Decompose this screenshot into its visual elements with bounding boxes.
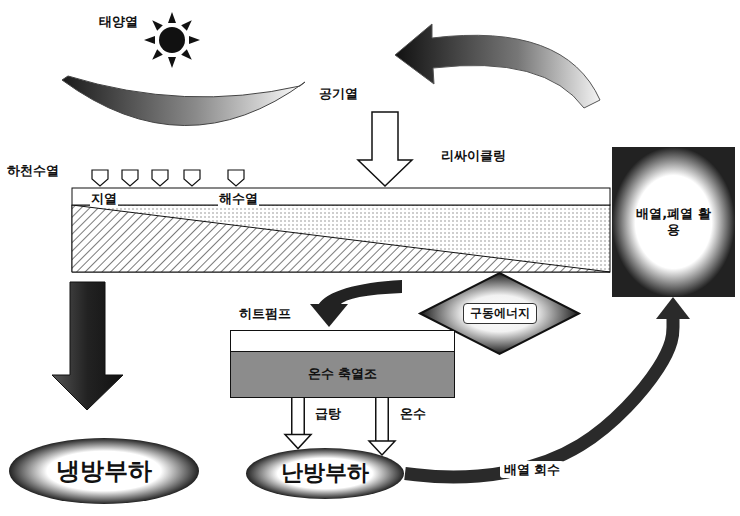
sun-ray [181, 17, 194, 30]
waste-heat-box: 배열,폐열 활용 [612, 147, 735, 297]
node-text-group: 배열,폐열 활용 [632, 206, 715, 237]
arrow-shaft-outline [291, 398, 305, 435]
node-text: 냉방부하 [56, 457, 152, 486]
node-text-group: 온수 축열조 [308, 366, 378, 382]
heat-source-label: 해수열 [218, 191, 259, 206]
cooling-arrow [52, 282, 123, 410]
supply-arrow [285, 398, 311, 449]
ellipse-shape [9, 438, 199, 504]
sun-symbol [144, 12, 200, 68]
heat-pump-arrow [310, 280, 402, 327]
edge-label: 급탕 [315, 406, 341, 421]
heat-source-slab [72, 188, 610, 272]
sun-ray [189, 36, 200, 44]
sun-ray [168, 12, 176, 23]
chevron [122, 170, 138, 186]
sun-ray [168, 57, 176, 68]
node-text-group: 구동에너지 [463, 303, 537, 323]
slab-body [72, 205, 610, 272]
heat-pump-arrow-head [310, 304, 348, 327]
air-heat-arrow [358, 112, 412, 186]
load-ellipse: 냉방부하 [8, 437, 200, 505]
slab-hatch [72, 205, 610, 272]
heat-pump-arrow-tail [318, 280, 402, 305]
arrow-shaft [293, 398, 304, 435]
heat-source-label: 공기열 [318, 86, 359, 101]
chevron [92, 170, 108, 186]
node-text-group: 냉방부하 [56, 457, 152, 486]
node-text-group: 난방부하 [281, 460, 369, 486]
heat-source-label: 태양열 [98, 14, 139, 29]
node-text: 구동에너지 [470, 306, 530, 320]
heat-source-label: 지열 [90, 191, 118, 206]
chevron [184, 170, 200, 186]
load-ellipse: 난방부하 [245, 447, 405, 500]
storage-tank-outline [231, 331, 456, 399]
sun-ray [181, 49, 194, 62]
arrow-head [656, 297, 690, 319]
edge-label: 배열 회수 [500, 461, 565, 478]
chevron [228, 170, 244, 186]
node-text: 온수 축열조 [308, 366, 378, 382]
heat-source-label: 히트펌프 [238, 306, 292, 321]
chevron [152, 170, 168, 186]
sun-ray [144, 36, 155, 44]
arrow-shaft [377, 398, 388, 441]
storage-tank: 온수 축열조 [230, 330, 455, 398]
supply-arrow [369, 398, 395, 455]
edge-label: 온수 [400, 406, 426, 421]
arrow-head [369, 441, 395, 455]
arrow-head [285, 435, 311, 449]
slab-top-strip [72, 188, 610, 205]
ellipse-shape [246, 448, 404, 499]
arrow-shaft-outline [375, 398, 389, 441]
sun-ray [149, 49, 162, 62]
node-text: 난방부하 [281, 460, 369, 486]
heat-source-label: 하천수열 [6, 163, 60, 178]
heat-inflow-chevrons [92, 170, 244, 186]
heat-collector-arc [62, 76, 305, 126]
node-text: 배열,폐열 활용 [632, 206, 715, 237]
sun-disc [159, 27, 185, 53]
heat-source-label: 리싸이클링 [440, 148, 507, 163]
recycling-arrow [395, 24, 600, 108]
sun-ray [149, 17, 162, 30]
